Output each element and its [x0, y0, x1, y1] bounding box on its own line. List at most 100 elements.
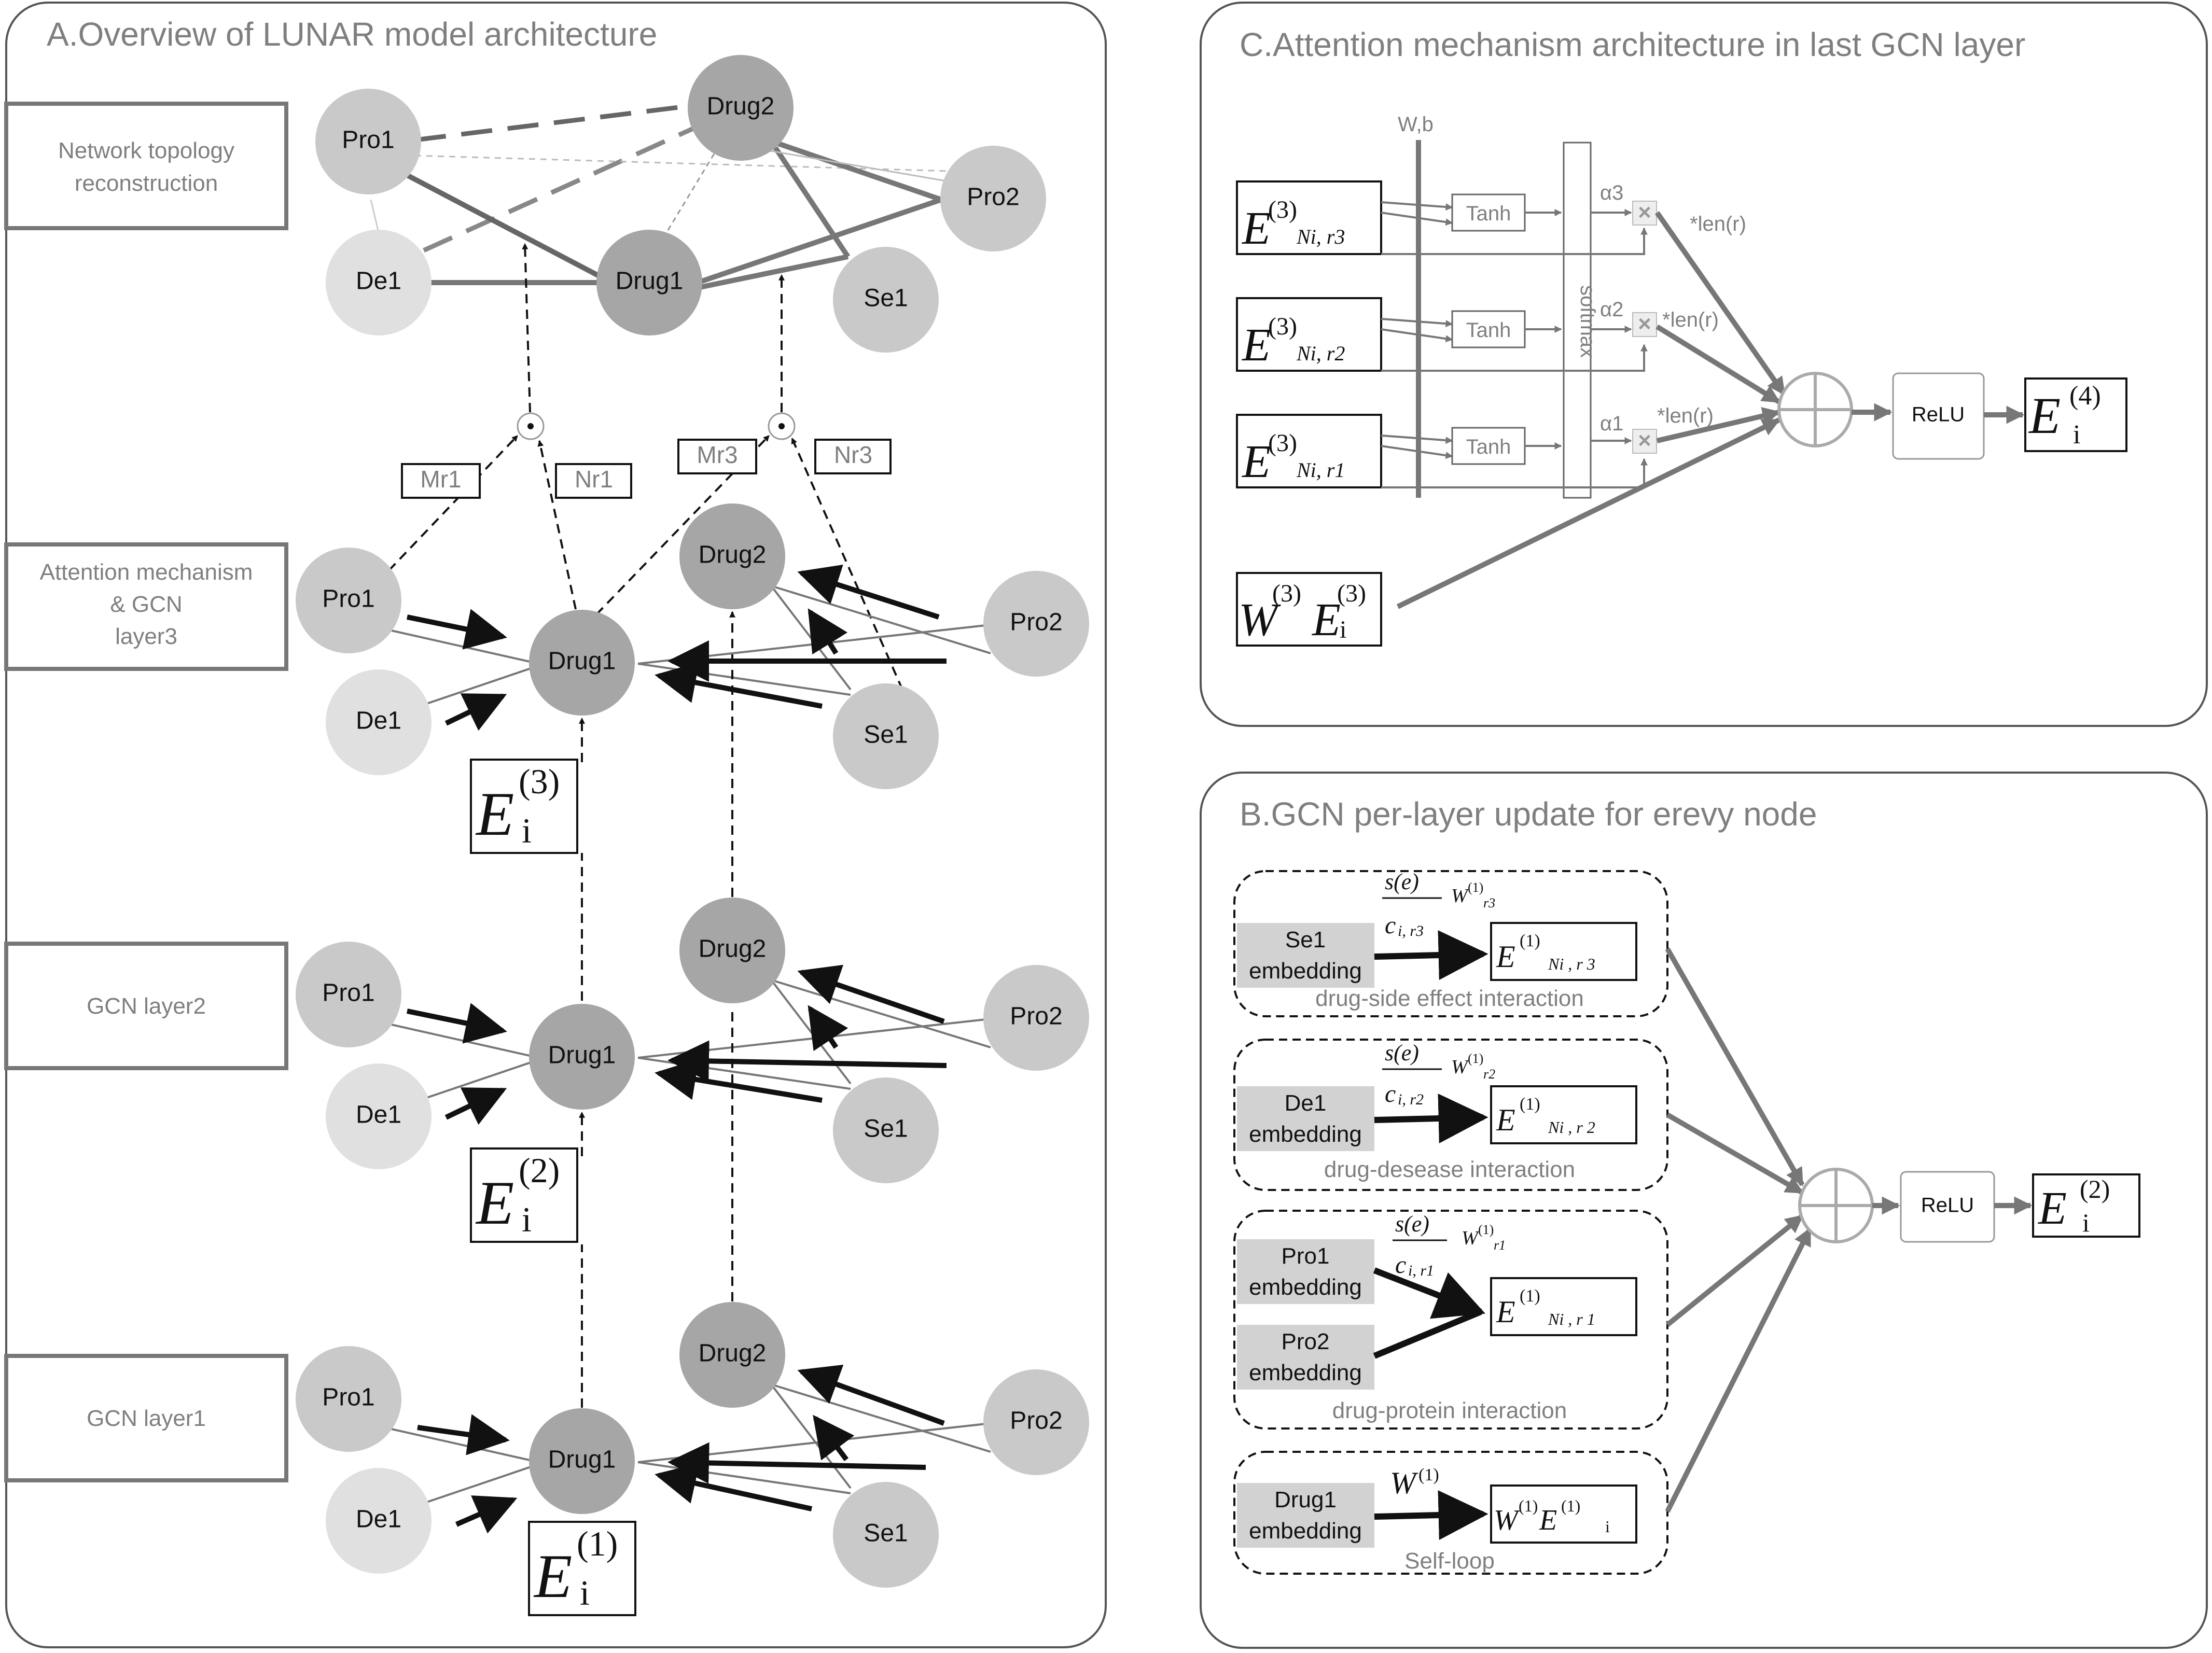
svg-text:E: E	[1241, 319, 1271, 371]
mr1-label: Mr1	[401, 463, 481, 499]
l1-node-drug1: Drug1	[529, 1408, 635, 1514]
softmax-label: softmax	[1576, 285, 1599, 358]
l3-node-pro2: Pro2	[983, 571, 1089, 677]
l2-node-pro1: Pro1	[296, 942, 401, 1047]
nr1-label: Nr1	[555, 463, 632, 499]
svg-text:Drug1: Drug1	[1274, 1487, 1337, 1512]
svg-text:GCN layer1: GCN layer1	[87, 1406, 206, 1431]
svg-text:Pro1: Pro1	[322, 1384, 374, 1411]
l1-node-de1: De1	[326, 1468, 432, 1574]
de-interaction-group: s(e) c i, r2 W (1) r2 De1 embedding E (1…	[1233, 1039, 1668, 1191]
embedding-e2: E (2) i	[470, 1147, 578, 1243]
node-drug2: Drug2	[688, 55, 794, 161]
svg-text:r2: r2	[1483, 1067, 1495, 1082]
output-e2: E (2) i	[2032, 1173, 2140, 1238]
node-de1: De1	[326, 230, 432, 335]
svg-text:E: E	[1496, 1295, 1515, 1329]
svg-text:i: i	[2073, 420, 2080, 450]
row-label-gcn2: GCN layer2	[4, 942, 288, 1070]
svg-text:(1): (1)	[1478, 1222, 1494, 1237]
relu-b: ReLU	[1900, 1171, 1995, 1243]
tanh-row-r3: Tanh α3 × *len(r)	[1381, 181, 1746, 255]
nr3-label: Nr3	[814, 439, 892, 474]
svg-text:(1): (1)	[577, 1524, 618, 1563]
svg-text:Mr3: Mr3	[697, 441, 738, 468]
svg-text:E: E	[533, 1542, 572, 1610]
svg-text:E: E	[1241, 203, 1271, 254]
svg-text:×: ×	[1638, 428, 1651, 453]
svg-text:(1): (1)	[1418, 1465, 1439, 1484]
svg-text:W: W	[1239, 594, 1281, 646]
l3-node-drug1: Drug1	[529, 610, 635, 716]
l3-node-drug2: Drug2	[679, 503, 785, 609]
pro-interaction-group: s(e) c i, r1 W (1) r1 Pro1 embedding Pro…	[1233, 1210, 1668, 1430]
svg-text:i: i	[1605, 1517, 1610, 1536]
svg-text:Pro1: Pro1	[1282, 1243, 1330, 1269]
svg-text:Se1: Se1	[864, 721, 908, 749]
svg-text:Drug2: Drug2	[699, 1340, 767, 1367]
svg-text:(1): (1)	[1468, 880, 1483, 895]
l2-node-pro2: Pro2	[983, 965, 1089, 1071]
wb-label: W,b	[1398, 113, 1434, 136]
row-label-topology: Network topology reconstruction	[4, 102, 288, 230]
l1-node-pro2: Pro2	[983, 1369, 1089, 1475]
svg-text:Drug1: Drug1	[548, 648, 616, 675]
svg-text:α1: α1	[1600, 412, 1623, 435]
svg-text:layer3: layer3	[115, 624, 177, 649]
svg-text:Se1: Se1	[1285, 927, 1326, 952]
svg-text:(3): (3)	[1268, 196, 1297, 223]
svg-text:Pro2: Pro2	[1010, 609, 1062, 636]
svg-text:Ni, r2: Ni, r2	[1296, 342, 1345, 365]
svg-text:Pro2: Pro2	[967, 184, 1019, 211]
svg-text:Network topology: Network topology	[58, 138, 234, 163]
svg-text:E: E	[2028, 387, 2061, 444]
mr3-label: Mr3	[677, 439, 757, 474]
se-interaction-group: s(e) c i, r3 W (1) r3 Se1 embedding E (1…	[1233, 869, 1668, 1017]
svg-text:Mr1: Mr1	[420, 466, 461, 493]
svg-text:Ni, r1: Ni, r1	[1296, 458, 1345, 482]
node-pro2: Pro2	[940, 146, 1046, 251]
svg-text:reconstruction: reconstruction	[75, 171, 218, 196]
relu-c: ReLU	[1892, 372, 1985, 460]
svg-text:Pro2: Pro2	[1010, 1407, 1062, 1435]
tanh-row-r1: Tanh α1 × *len(r)	[1381, 404, 1714, 488]
l1-node-pro1: Pro1	[296, 1346, 401, 1452]
node-se1: Se1	[833, 247, 939, 353]
svg-text:E: E	[1496, 940, 1515, 974]
svg-text:(1): (1)	[1468, 1051, 1483, 1066]
l2-node-se1: Se1	[833, 1077, 939, 1183]
svg-text:& GCN: & GCN	[110, 592, 182, 617]
svg-text:s(e): s(e)	[1385, 1040, 1419, 1066]
row-label-gcn1: GCN layer1	[4, 1354, 288, 1482]
svg-text:i: i	[2082, 1208, 2090, 1237]
panel-a: A.Overview of LUNAR model architecture N…	[4, 2, 1107, 1648]
svg-text:(3): (3)	[1337, 580, 1366, 607]
svg-text:Se1: Se1	[864, 285, 908, 312]
svg-text:i, r2: i, r2	[1398, 1091, 1424, 1108]
topology-graph: Pro1 Drug2 Pro2 De1 Drug1 Se1	[315, 55, 1046, 353]
svg-text:W: W	[1451, 1056, 1469, 1078]
svg-text:E: E	[1539, 1504, 1557, 1536]
svg-text:Tanh: Tanh	[1466, 202, 1511, 225]
svg-text:De1: De1	[356, 707, 401, 735]
panel-b: B.GCN per-layer update for erevy node s(…	[1200, 772, 2208, 1649]
output-e4: E (4) i	[2024, 377, 2127, 452]
sum-operator-b	[1798, 1168, 1874, 1243]
svg-text:Pro1: Pro1	[322, 979, 374, 1007]
svg-text:E: E	[475, 1168, 514, 1237]
svg-text:(1): (1)	[1519, 1496, 1538, 1515]
svg-text:De1: De1	[356, 1506, 401, 1533]
row-label-attention: Attention mechanism & GCN layer3	[4, 542, 288, 671]
embedding-e1: E (1) i	[528, 1521, 636, 1616]
node-drug1: Drug1	[596, 230, 702, 335]
svg-text:drug-side effect interaction: drug-side effect interaction	[1315, 986, 1584, 1011]
svg-text:GCN layer2: GCN layer2	[87, 993, 206, 1019]
svg-text:(1): (1)	[1520, 931, 1540, 950]
svg-text:Pro1: Pro1	[342, 127, 394, 154]
svg-text:α3: α3	[1600, 181, 1623, 204]
gcn-layer3-graph: Pro1 Drug2 Pro2 De1 Drug1 Se1	[296, 503, 1089, 789]
svg-text:Ni , r 1: Ni , r 1	[1548, 1310, 1595, 1328]
panel-a-title: A.Overview of LUNAR model architecture	[47, 16, 657, 53]
svg-text:E: E	[1241, 436, 1271, 487]
svg-text:Drug1: Drug1	[616, 268, 684, 295]
